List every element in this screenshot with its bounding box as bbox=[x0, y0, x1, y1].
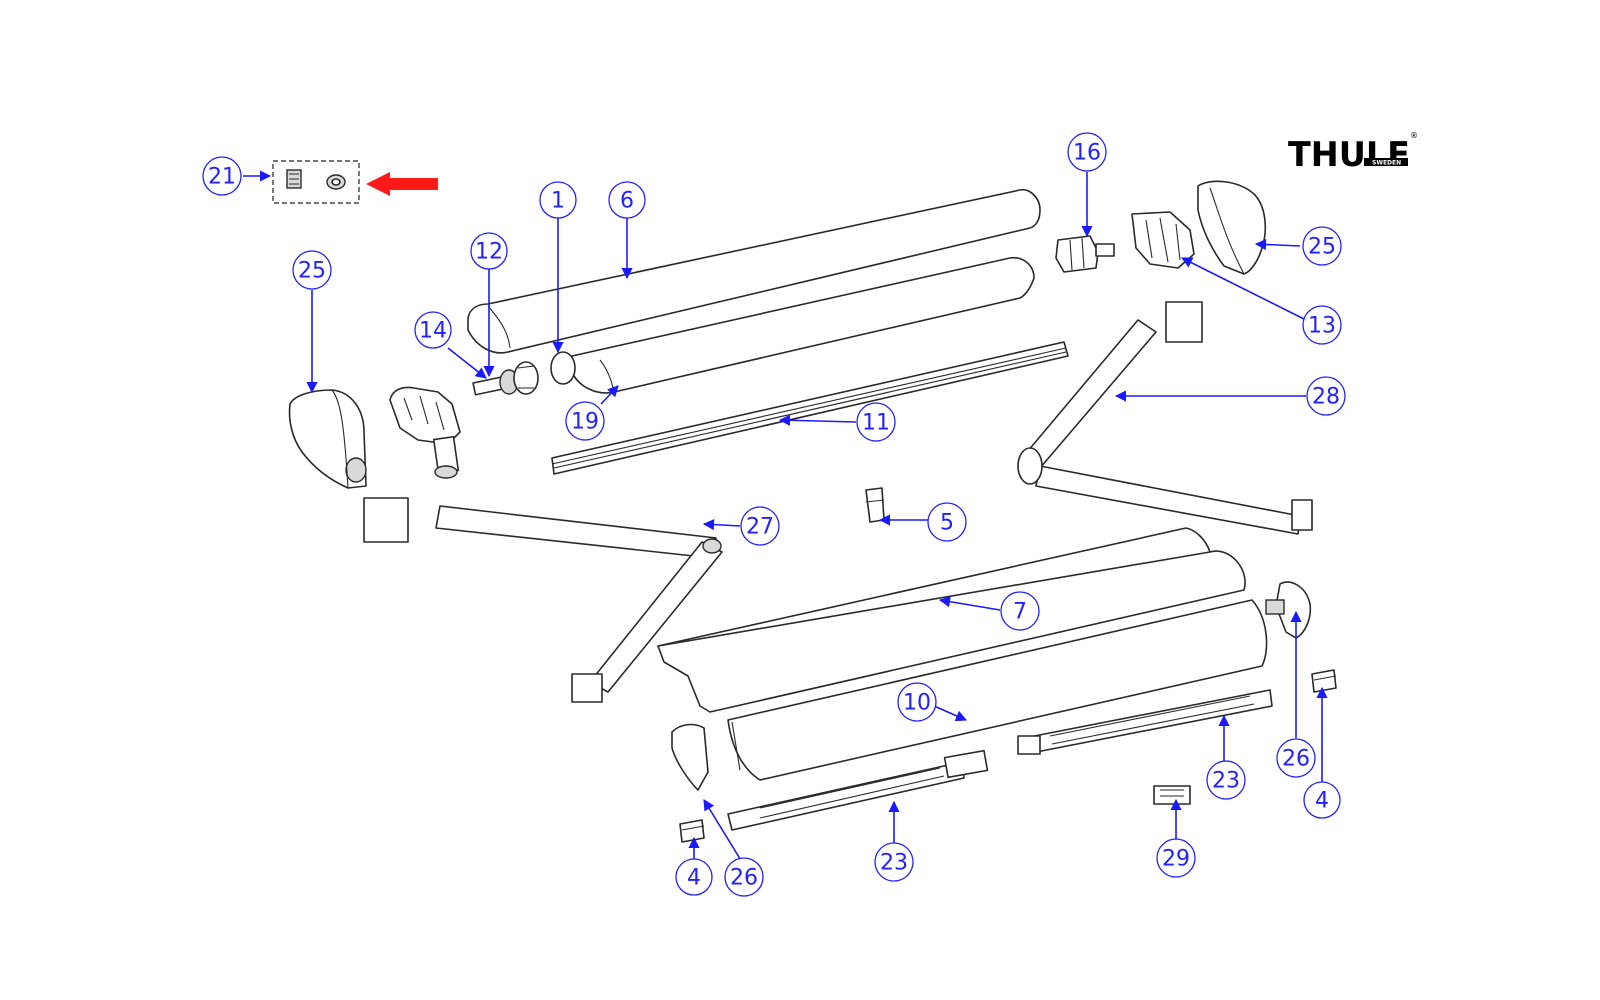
callout-7[interactable]: 7 bbox=[1000, 591, 1040, 631]
callout-1[interactable]: 1 bbox=[539, 181, 577, 219]
leader-lines bbox=[243, 170, 1328, 863]
callout-14-label: 14 bbox=[419, 319, 447, 344]
part-12-gear-end[interactable] bbox=[472, 361, 539, 396]
part-10-lower-cover[interactable] bbox=[727, 599, 1268, 781]
part-4-left-bracket[interactable] bbox=[679, 819, 705, 843]
callout-21-label: 21 bbox=[208, 165, 236, 190]
part-25-left-end-cap[interactable] bbox=[288, 389, 367, 489]
callout-29[interactable]: 29 bbox=[1156, 838, 1196, 878]
callout-4-left[interactable]: 4 bbox=[675, 858, 713, 896]
callout-13[interactable]: 13 bbox=[1302, 305, 1342, 345]
part-23-left-slide[interactable] bbox=[727, 749, 989, 831]
callout-26-right[interactable]: 26 bbox=[1276, 738, 1316, 778]
callout-13-label: 13 bbox=[1308, 314, 1336, 339]
part-28-right-arm[interactable] bbox=[1017, 301, 1313, 535]
callout-25-right-label: 25 bbox=[1308, 235, 1336, 260]
callout-1-label: 1 bbox=[551, 189, 565, 214]
callout-25-left-label: 25 bbox=[298, 259, 326, 284]
logo-text: THULE bbox=[1288, 135, 1410, 175]
callout-6-label: 6 bbox=[620, 189, 634, 214]
part-25-right-end-cap[interactable] bbox=[1197, 180, 1267, 275]
callout-4-right[interactable]: 4 bbox=[1303, 781, 1341, 819]
callout-23-right[interactable]: 23 bbox=[1206, 760, 1246, 800]
callout-19[interactable]: 19 bbox=[565, 401, 605, 441]
callout-26-left[interactable]: 26 bbox=[724, 857, 764, 897]
callout-26-left-label: 26 bbox=[730, 866, 758, 891]
callout-21[interactable]: 21 bbox=[202, 156, 242, 196]
part-14-gearbox[interactable] bbox=[389, 386, 461, 479]
part-4-right-bracket[interactable] bbox=[1311, 669, 1337, 693]
callout-28[interactable]: 28 bbox=[1306, 376, 1346, 416]
callout-23-right-label: 23 bbox=[1212, 769, 1240, 794]
callout-4-left-label: 4 bbox=[687, 866, 701, 891]
callout-27[interactable]: 27 bbox=[740, 506, 780, 546]
callout-25-right[interactable]: 25 bbox=[1302, 226, 1342, 266]
part-6-front-cover[interactable] bbox=[467, 188, 1041, 354]
thule-logo: THULE SWEDEN ® bbox=[1288, 131, 1418, 175]
callout-12-label: 12 bbox=[475, 240, 503, 265]
part-29-end-fitting[interactable] bbox=[1153, 785, 1191, 805]
callout-10[interactable]: 10 bbox=[897, 682, 937, 722]
part-26-right-corner-cap[interactable] bbox=[1265, 581, 1312, 639]
callout-23-left[interactable]: 23 bbox=[874, 842, 914, 882]
part-23-right-slide[interactable] bbox=[1017, 689, 1273, 755]
part-27-left-arm[interactable] bbox=[363, 497, 723, 703]
callout-29-label: 29 bbox=[1162, 847, 1190, 872]
part-7-front-profile[interactable] bbox=[657, 527, 1246, 713]
callout-10-label: 10 bbox=[903, 691, 931, 716]
part-5-clip[interactable] bbox=[865, 487, 885, 523]
callout-12[interactable]: 12 bbox=[470, 232, 508, 270]
callout-11[interactable]: 11 bbox=[856, 402, 896, 442]
callout-7-label: 7 bbox=[1013, 600, 1027, 625]
callout-11-label: 11 bbox=[862, 411, 890, 436]
callout-19-label: 19 bbox=[571, 410, 599, 435]
part-26-left-corner-cap[interactable] bbox=[671, 723, 709, 791]
callout-28-label: 28 bbox=[1312, 385, 1340, 410]
part-21-kit[interactable] bbox=[272, 160, 360, 204]
logo-subtext: SWEDEN bbox=[1372, 160, 1401, 167]
callout-27-label: 27 bbox=[746, 515, 774, 540]
callout-5-label: 5 bbox=[940, 511, 954, 536]
callout-14[interactable]: 14 bbox=[414, 311, 452, 349]
callout-23-left-label: 23 bbox=[880, 851, 908, 876]
part-19-fabric-roller[interactable] bbox=[550, 256, 1035, 394]
callout-16-label: 16 bbox=[1073, 141, 1101, 166]
callout-25-left[interactable]: 25 bbox=[292, 250, 332, 290]
callout-16[interactable]: 16 bbox=[1067, 132, 1107, 172]
callout-5[interactable]: 5 bbox=[927, 502, 967, 542]
part-16-motor-bracket[interactable] bbox=[1055, 235, 1115, 273]
part-11-lead-rail[interactable] bbox=[551, 341, 1069, 475]
callout-26-right-label: 26 bbox=[1282, 747, 1310, 772]
callout-4-right-label: 4 bbox=[1315, 789, 1329, 814]
callout-6[interactable]: 6 bbox=[608, 181, 646, 219]
arrow-left-icon bbox=[366, 172, 438, 196]
registered-mark: ® bbox=[1410, 131, 1418, 140]
